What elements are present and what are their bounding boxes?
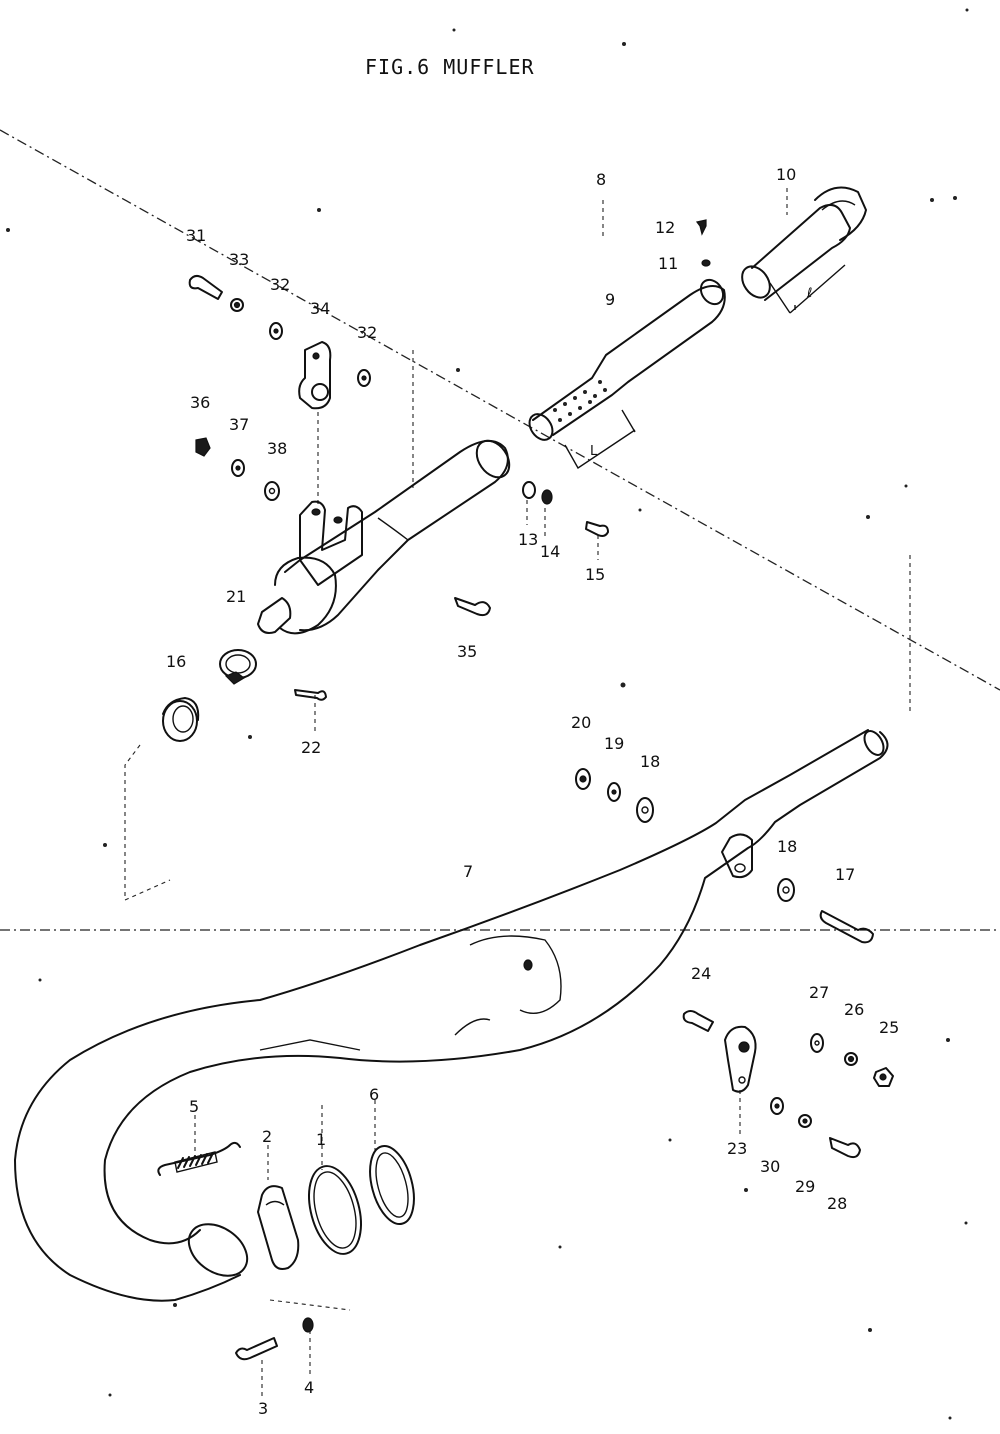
callout-2: 2 bbox=[262, 1127, 272, 1146]
callout-15: 15 bbox=[585, 565, 605, 584]
callout-31: 31 bbox=[186, 226, 206, 245]
part-19-lock-washer bbox=[607, 782, 621, 802]
part-7-exhaust-pipe bbox=[14, 729, 889, 1302]
callout-14: 14 bbox=[540, 542, 560, 561]
assembly-lead-lines bbox=[124, 188, 911, 1400]
callout-37: 37 bbox=[229, 415, 249, 434]
callout-22: 22 bbox=[301, 738, 321, 757]
part-31-bolt bbox=[188, 274, 223, 300]
part-21-clamp bbox=[219, 649, 257, 685]
part-20-nut bbox=[575, 768, 591, 790]
part-18-washer-upper bbox=[636, 797, 654, 823]
callout-35: 35 bbox=[457, 642, 477, 661]
part-15-screw bbox=[585, 521, 609, 537]
callout-27: 27 bbox=[809, 983, 829, 1002]
callout-24: 24 bbox=[691, 964, 711, 983]
part-27-washer bbox=[810, 1033, 824, 1053]
part-37-lock-washer bbox=[231, 459, 245, 477]
callout-32-b: 32 bbox=[357, 323, 377, 342]
muffler-body bbox=[257, 439, 511, 635]
part-16-gasket bbox=[162, 697, 200, 742]
part-1-ring bbox=[308, 1165, 362, 1255]
callout-25: 25 bbox=[879, 1018, 899, 1037]
part-17-bolt bbox=[819, 910, 874, 944]
callout-21: 21 bbox=[226, 587, 246, 606]
part-4-nut bbox=[302, 1317, 314, 1333]
callout-5: 5 bbox=[189, 1097, 199, 1116]
callout-3: 3 bbox=[258, 1399, 268, 1418]
part-28-bolt bbox=[829, 1137, 861, 1159]
part-5-spring bbox=[157, 1141, 241, 1176]
part-11-washer bbox=[701, 259, 711, 267]
callout-38: 38 bbox=[267, 439, 287, 458]
callout-7: 7 bbox=[463, 862, 473, 881]
part-26-lock-washer bbox=[844, 1052, 858, 1066]
dimension-l-silencer bbox=[769, 264, 846, 314]
callout-1: 1 bbox=[316, 1130, 326, 1149]
callout-11: 11 bbox=[658, 254, 678, 273]
callout-9: 9 bbox=[605, 290, 615, 309]
callout-18-lower: 18 bbox=[777, 837, 797, 856]
part-6-ring bbox=[369, 1145, 415, 1225]
part-32-washer-a bbox=[269, 322, 283, 340]
part-23-bracket bbox=[724, 1025, 757, 1093]
callout-26: 26 bbox=[844, 1000, 864, 1019]
perforations bbox=[553, 380, 607, 422]
part-9-baffle-core: L bbox=[528, 278, 726, 470]
callout-labels: 1 2 3 4 5 6 7 8 9 10 11 12 13 14 15 16 1… bbox=[166, 165, 899, 1418]
dimension-L-label: L bbox=[590, 444, 598, 459]
part-29-lock-washer bbox=[798, 1114, 812, 1128]
part-18-washer-lower bbox=[777, 878, 795, 902]
part-36-nut bbox=[195, 437, 211, 457]
callout-8: 8 bbox=[596, 170, 606, 189]
callout-23: 23 bbox=[727, 1139, 747, 1158]
part-32-washer-b bbox=[357, 369, 371, 387]
part-34-bracket bbox=[298, 341, 332, 410]
callout-36: 36 bbox=[190, 393, 210, 412]
part-3-bolt bbox=[235, 1337, 278, 1361]
part-2-clamp bbox=[257, 1185, 300, 1270]
callout-17: 17 bbox=[835, 865, 855, 884]
part-38-washer bbox=[264, 481, 280, 501]
callout-32-a: 32 bbox=[270, 275, 290, 294]
callout-33: 33 bbox=[229, 250, 249, 269]
callout-19: 19 bbox=[604, 734, 624, 753]
scan-noise bbox=[6, 8, 969, 1420]
part-13-washer bbox=[522, 481, 536, 499]
upper-axis-line bbox=[0, 129, 1000, 691]
part-14-nut bbox=[541, 489, 553, 505]
part-33-lock-washer bbox=[230, 298, 244, 312]
part-22-screw bbox=[294, 689, 327, 701]
lead-gasket-16 bbox=[124, 744, 171, 901]
callout-4: 4 bbox=[304, 1378, 314, 1397]
part-10-silencer-tube: ℓ bbox=[741, 186, 867, 314]
part-24-bolt bbox=[682, 1010, 714, 1032]
callout-34: 34 bbox=[310, 299, 330, 318]
lead-bottom-arrow bbox=[269, 1299, 351, 1311]
figure-title: FIG.6 MUFFLER bbox=[365, 55, 535, 79]
dimension-l-label: ℓ bbox=[806, 286, 812, 301]
part-25-nut bbox=[873, 1067, 894, 1087]
callout-30: 30 bbox=[760, 1157, 780, 1176]
dimension-L-core bbox=[564, 409, 636, 470]
callout-29: 29 bbox=[795, 1177, 815, 1196]
part-12-screw bbox=[695, 219, 707, 236]
callout-6: 6 bbox=[369, 1085, 379, 1104]
part-35-bolt bbox=[454, 597, 491, 617]
callout-20: 20 bbox=[571, 713, 591, 732]
center-lines bbox=[0, 129, 1000, 931]
callout-18-upper: 18 bbox=[640, 752, 660, 771]
callout-16: 16 bbox=[166, 652, 186, 671]
callout-13: 13 bbox=[518, 530, 538, 549]
part-30-washer bbox=[770, 1097, 784, 1115]
callout-12: 12 bbox=[655, 218, 675, 237]
callout-10: 10 bbox=[776, 165, 796, 184]
callout-28: 28 bbox=[827, 1194, 847, 1213]
